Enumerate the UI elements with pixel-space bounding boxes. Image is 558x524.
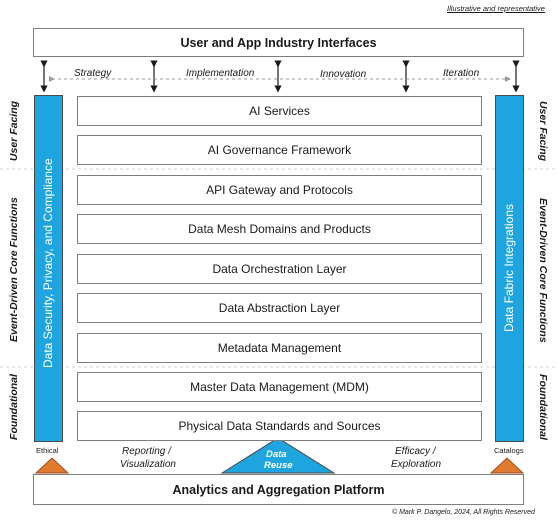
exploration-label: Exploration xyxy=(391,459,442,470)
right-label-foundational: Foundational xyxy=(537,374,549,440)
theme-iteration: Iteration xyxy=(443,68,480,79)
layer-metadata-management: Metadata Management xyxy=(77,333,482,363)
left-pillar-label: Data Security, Privacy, and Compliance xyxy=(41,158,55,368)
data-reuse-label-1: Data xyxy=(266,449,287,460)
theme-implementation: Implementation xyxy=(186,68,255,79)
layer-master-data-management: Master Data Management (MDM) xyxy=(77,372,482,402)
layer-api-gateway: API Gateway and Protocols xyxy=(77,175,482,205)
visualization-label: Visualization xyxy=(120,459,176,470)
catalogs-triangle xyxy=(489,457,525,474)
layer-data-abstraction: Data Abstraction Layer xyxy=(77,293,482,323)
user-app-interfaces-bar: User and App Industry Interfaces xyxy=(33,28,524,57)
data-reuse-label-2: Reuse xyxy=(264,460,293,471)
layer-ai-governance: AI Governance Framework xyxy=(77,135,482,165)
analytics-platform-bar: Analytics and Aggregation Platform xyxy=(33,474,524,505)
layer-ai-services: AI Services xyxy=(77,96,482,126)
layer-physical-data: Physical Data Standards and Sources xyxy=(77,411,482,441)
copyright: © Mark P. Dangelo, 2024, All Rights Rese… xyxy=(392,509,535,516)
left-label-user-facing: User Facing xyxy=(8,100,20,162)
right-label-user-facing: User Facing xyxy=(537,100,549,162)
right-label-core-functions: Event-Driven Core Functions xyxy=(537,198,549,343)
right-pillar xyxy=(495,95,524,442)
layer-data-mesh: Data Mesh Domains and Products xyxy=(77,214,482,244)
data-reuse-triangle xyxy=(220,437,336,474)
left-pillar xyxy=(34,95,63,442)
catalogs-tag: Catalogs xyxy=(494,446,524,455)
ethical-tag: Ethical xyxy=(36,446,59,455)
left-label-core-functions: Event-Driven Core Functions xyxy=(8,197,20,342)
illustrative-note: Illustrative and representative xyxy=(447,4,545,13)
right-pillar-label: Data Fabric Integrations xyxy=(502,203,516,333)
theme-innovation: Innovation xyxy=(320,69,367,80)
layer-data-orchestration: Data Orchestration Layer xyxy=(77,254,482,284)
efficacy-label: Efficacy / xyxy=(395,446,436,457)
theme-strategy: Strategy xyxy=(74,68,112,79)
reporting-label: Reporting / xyxy=(122,446,171,457)
ethical-triangle xyxy=(34,457,70,474)
left-label-foundational: Foundational xyxy=(8,374,20,440)
